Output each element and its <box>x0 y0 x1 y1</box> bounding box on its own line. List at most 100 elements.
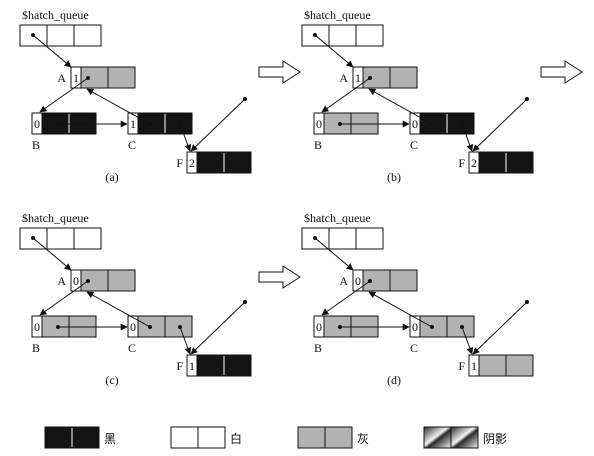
legend-label: 白 <box>230 431 242 446</box>
queue-slot <box>73 227 102 250</box>
object-cell-right <box>389 66 418 89</box>
refcount-value: 1 <box>73 71 79 85</box>
c-to-a-arrow <box>86 291 151 328</box>
object-cell-left <box>196 151 225 174</box>
object-cell-right <box>505 354 534 377</box>
object-cell-right <box>389 269 418 292</box>
legend: 黑白灰阴影 <box>44 426 507 449</box>
legend-swatch-right <box>324 426 353 449</box>
legend-swatch-left <box>44 426 73 449</box>
node-a: 0 <box>70 269 136 292</box>
node-a: 1 <box>352 66 418 89</box>
queue-slot <box>328 24 357 47</box>
object-cell-right <box>223 354 252 377</box>
refcount-value: 0 <box>355 274 361 288</box>
node-label-a: A <box>57 274 66 288</box>
object-cell-right <box>223 151 252 174</box>
legend-swatch-left <box>170 426 199 449</box>
object-cell-left <box>362 269 391 292</box>
object-cell-left <box>196 354 225 377</box>
c-to-a-arrow <box>368 88 433 125</box>
panel-b: $hatch_queue 1 0 0 2 A B C F (b) <box>301 8 534 184</box>
refcount-value: 1 <box>355 71 361 85</box>
refcount-value: 0 <box>316 320 322 334</box>
node-b: 0 <box>313 315 379 338</box>
object-cell-right <box>505 151 534 174</box>
node-label-a: A <box>57 71 66 85</box>
panel-d: $hatch_queue 0 0 0 1 A B C F (d) <box>301 211 534 387</box>
legend-item-black: 黑 <box>44 426 116 449</box>
queue-slot <box>355 24 384 47</box>
a-to-b-arrow <box>39 280 89 316</box>
refcount-value: 0 <box>73 274 79 288</box>
refcount-value: 1 <box>130 117 136 131</box>
object-cell-right <box>107 66 136 89</box>
transition-arrows <box>258 60 583 289</box>
legend-item-white: 白 <box>170 426 242 449</box>
queue-to-a-arrow <box>32 34 72 68</box>
hatch-queue <box>19 24 102 47</box>
c-to-f-arrow <box>179 123 192 152</box>
external-to-f-arrow <box>190 98 246 152</box>
c-to-f-arrow <box>461 326 474 355</box>
node-label-f: F <box>458 359 465 373</box>
a-to-b-arrow <box>39 77 89 113</box>
refcount-value: 2 <box>189 156 195 170</box>
object-cell-left <box>478 151 507 174</box>
refcount-value: 0 <box>412 320 418 334</box>
node-f: 1 <box>186 354 252 377</box>
node-a: 0 <box>352 269 418 292</box>
panel-caption: (a) <box>105 170 118 184</box>
node-label-a: A <box>339 274 348 288</box>
legend-item-shadow: 阴影 <box>423 426 507 449</box>
refcount-value: 0 <box>130 320 136 334</box>
refcount-value: 1 <box>189 359 195 373</box>
refcount-value: 0 <box>34 117 40 131</box>
refcount-value: 1 <box>471 359 477 373</box>
node-label-a: A <box>339 71 348 85</box>
node-label-f: F <box>176 359 183 373</box>
transition-arrow <box>258 265 301 289</box>
external-to-f-arrow <box>190 301 246 355</box>
object-cell-left <box>80 66 109 89</box>
refcount-value: 0 <box>316 117 322 131</box>
node-label-b: B <box>32 138 40 152</box>
refcount-value: 2 <box>471 156 477 170</box>
node-f: 2 <box>186 151 252 174</box>
queue-label: $hatch_queue <box>304 8 371 22</box>
legend-swatch-left <box>297 426 326 449</box>
node-label-c: C <box>410 341 418 355</box>
pointers <box>31 33 247 152</box>
node-f: 1 <box>468 354 534 377</box>
legend-swatch-right <box>71 426 100 449</box>
external-to-f-arrow <box>472 301 528 355</box>
panel-caption: (b) <box>387 170 401 184</box>
panel-caption: (c) <box>105 373 118 387</box>
panel-caption: (d) <box>387 373 401 387</box>
c-to-f-arrow <box>179 326 192 355</box>
queue-slot <box>46 227 75 250</box>
queue-to-a-arrow <box>314 34 354 68</box>
node-f: 2 <box>468 151 534 174</box>
transition-arrow <box>540 60 583 84</box>
legend-label: 黑 <box>104 432 116 446</box>
legend-swatch-right <box>450 426 479 449</box>
refcount-value: 0 <box>412 117 418 131</box>
node-label-b: B <box>314 138 322 152</box>
node-label-c: C <box>410 138 418 152</box>
object-cell-left <box>362 66 391 89</box>
pointers <box>31 236 247 355</box>
queue-to-a-arrow <box>314 237 354 271</box>
queue-label: $hatch_queue <box>304 211 371 225</box>
queue-to-a-arrow <box>32 237 72 271</box>
node-label-f: F <box>176 156 183 170</box>
queue-slot <box>73 24 102 47</box>
node-label-f: F <box>458 156 465 170</box>
node-label-b: B <box>314 341 322 355</box>
external-to-f-arrow <box>472 98 528 152</box>
legend-label: 阴影 <box>483 432 507 446</box>
